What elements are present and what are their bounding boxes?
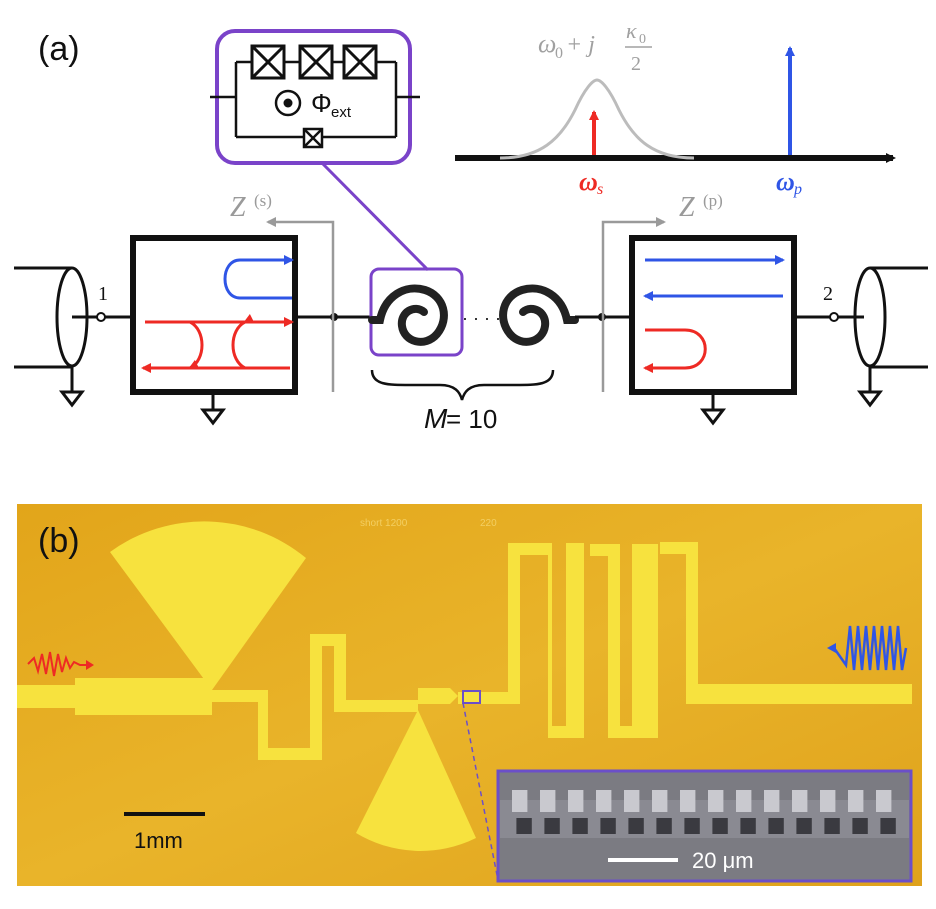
sem-tooth [736,790,752,812]
sem-gap [824,818,840,834]
port-2-label: 2 [823,283,833,305]
sem-gap [796,818,812,834]
junction-icon [342,44,378,80]
z-s-superscript: (s) [254,191,272,210]
junction-icon [250,44,286,80]
sem-tooth [680,790,696,812]
sem-junction-chain [512,790,896,834]
resonance-omega: ω [538,29,556,58]
m-variable: M [424,403,448,434]
sem-scale-label: 20 μm [692,848,754,873]
josephson-junction-array [250,44,378,80]
sem-tooth [596,790,612,812]
sem-gap [740,818,756,834]
junction-icon [298,44,334,80]
omega-p-label: ω p [776,167,802,198]
m-value: = 10 [446,404,497,434]
zoom-connector [462,702,499,881]
flux-sub: ext [331,104,352,121]
sem-tooth [652,790,668,812]
resonance-omega-sub: 0 [555,45,563,62]
sem-tooth [624,790,640,812]
circuit: 1 Z (s) · · · · M = 10 [14,191,928,434]
omega-s-symbol: ω [579,167,598,196]
sem-gap [572,818,588,834]
sem-gap [628,818,644,834]
radial-stub-top [110,521,306,690]
panel-a-label: (a) [38,30,80,68]
panel-a: (a) ω 0 + j κ 0 2 ω s ω p [14,18,928,434]
input-feedline [17,678,212,715]
sem-gap [712,818,728,834]
ground-icon [199,408,227,426]
resonance-kappa-sub: 0 [639,32,646,47]
sem-gap [544,818,560,834]
scale-bar-label: 1mm [134,828,183,853]
sem-tooth [568,790,584,812]
sem-tooth [540,790,556,812]
sem-tooth [764,790,780,812]
resonance-denominator: 2 [631,53,641,75]
inset-connector [320,161,430,272]
impedance-p-arrow [601,217,666,392]
z-s-symbol: Z [230,192,246,223]
sem-gap [516,818,532,834]
resonance-plus-j: + j [566,32,595,58]
zoom-marker [462,690,481,704]
impedance-s-arrow [266,217,335,392]
flux-dot-icon [274,89,302,117]
sem-tooth [512,790,528,812]
chip-metal [17,521,912,851]
z-p-superscript: (p) [703,191,723,210]
chip-text-1: short 1200 [360,518,408,529]
resonance-lorentzian [499,78,695,160]
sem-tooth [876,790,892,812]
sem-gap [852,818,868,834]
z-p-symbol: Z [679,192,695,223]
omega-s-sub: s [597,181,603,198]
sem-gap [684,818,700,834]
sem-tooth [792,790,808,812]
panel-b-label: (b) [38,522,80,560]
sem-tooth [848,790,864,812]
port-1-label: 1 [98,283,108,305]
omega-p-symbol: ω [776,167,795,196]
sem-tooth [708,790,724,812]
spectrum-plot: ω 0 + j κ 0 2 ω s ω p [455,18,896,198]
flux-symbol: Φ [311,88,332,118]
sem-gap [880,818,896,834]
resonance-label: ω 0 + j κ 0 2 [538,18,652,75]
highlight-box [369,267,464,357]
snail-spiral-icon [499,284,579,346]
sem-inset: 20 μm [496,769,913,883]
input-signal-wave-icon [27,651,92,677]
sem-gap [656,818,672,834]
port-2-node [829,312,839,322]
snail-spiral-icon [368,284,448,346]
sem-tooth [820,790,836,812]
ground-icon [856,390,884,408]
radial-stub-bottom [356,710,476,851]
ellipsis: · · · · [462,308,501,328]
chip-text-2: 220 [480,518,497,529]
pump-filter-box [629,235,797,395]
resonance-kappa: κ [626,18,637,43]
sem-gap [600,818,616,834]
red-reflection-arrow [643,328,707,373]
ground-icon [699,408,727,426]
small-junction-icon [302,127,324,149]
omega-s-label: ω s [579,167,603,198]
snail-inset: Φ ext [210,29,420,165]
sem-gap [768,818,784,834]
pump-wave-icon [832,625,908,671]
omega-p-sub: p [793,181,802,198]
panel-b: (b) short 1200 220 1mm 20 μm [17,504,922,886]
brace [370,369,555,401]
port-1-node [96,312,106,322]
signal-filter-box [130,235,298,395]
ground-icon [58,390,86,408]
